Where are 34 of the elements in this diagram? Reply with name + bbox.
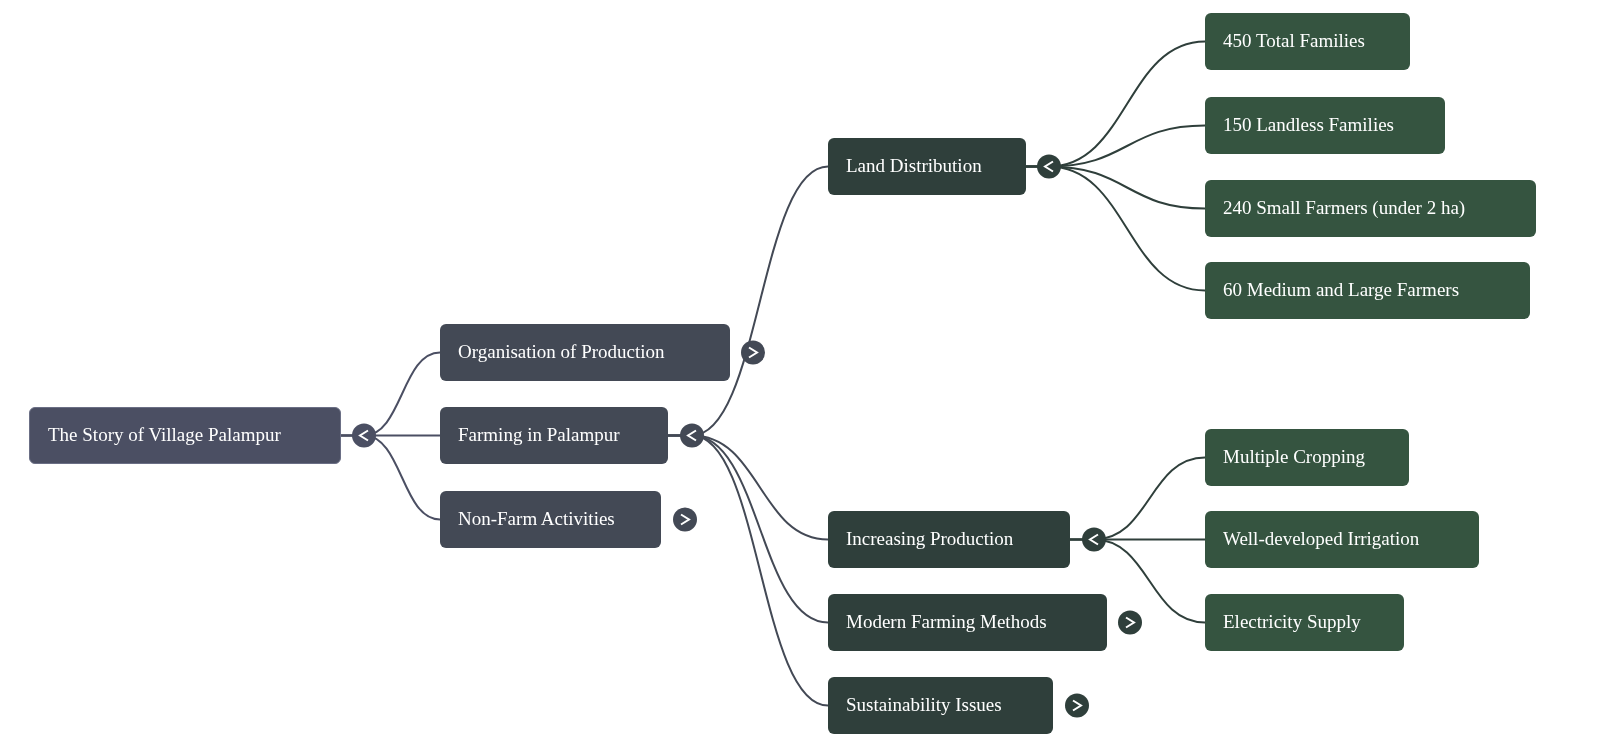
- node-label: Well-developed Irrigation: [1223, 527, 1420, 552]
- mindmap-node: [828, 511, 1070, 568]
- mindmap-node: [1205, 262, 1530, 319]
- mindmap-node: [828, 138, 1026, 195]
- node-label: Sustainability Issues: [846, 693, 1002, 718]
- node-label: 450 Total Families: [1223, 29, 1365, 54]
- node-label: Land Distribution: [846, 154, 982, 179]
- node-label: 60 Medium and Large Farmers: [1223, 278, 1460, 303]
- mindmap-node: [1205, 511, 1479, 568]
- mindmap-node: [1205, 180, 1536, 237]
- mindmap-node: [440, 407, 668, 464]
- node-label: Organisation of Production: [458, 340, 665, 365]
- node-label: Electricity Supply: [1223, 610, 1361, 635]
- node-label: Increasing Production: [846, 527, 1014, 552]
- mindmap-node: [828, 594, 1107, 651]
- mindmap-node: [1205, 97, 1445, 154]
- mindmap-node: [1205, 13, 1410, 70]
- mindmap-node: [29, 407, 341, 464]
- node-label: 150 Landless Families: [1223, 113, 1394, 138]
- mindmap-node: [1205, 594, 1404, 651]
- connector-line: [1025, 165, 1206, 292]
- connector-line: [340, 434, 441, 521]
- node-label: Multiple Cropping: [1223, 445, 1365, 470]
- mindmap-node: [1205, 429, 1409, 486]
- node-label: Modern Farming Methods: [846, 610, 1047, 635]
- connector-line: [1069, 538, 1206, 624]
- mindmap-node: [440, 491, 661, 548]
- node-label: Farming in Palampur: [458, 423, 620, 448]
- connector-line: [667, 434, 829, 707]
- mindmap-node: [828, 677, 1053, 734]
- mindmap-node: [440, 324, 730, 381]
- node-label: The Story of Village Palampur: [48, 423, 281, 448]
- node-label: Non-Farm Activities: [458, 507, 615, 532]
- node-label: 240 Small Farmers (under 2 ha): [1223, 196, 1466, 221]
